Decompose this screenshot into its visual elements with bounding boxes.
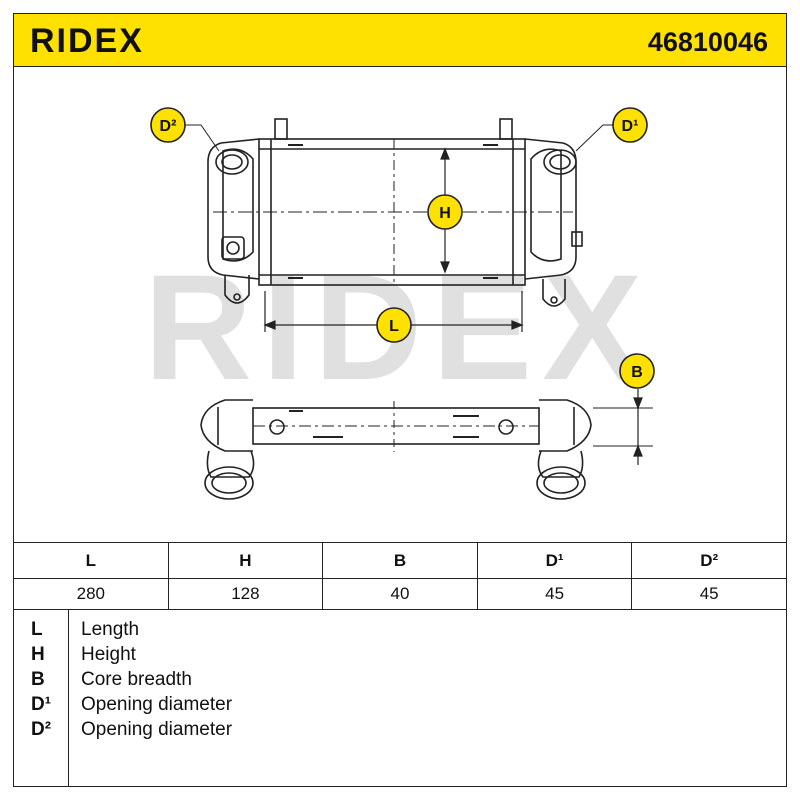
legend-divider — [68, 609, 69, 787]
legend-description: Height — [81, 644, 136, 665]
label-l: L — [389, 318, 399, 335]
dim-header-l: L — [13, 542, 169, 579]
dimensions-table: L H B D¹ D² 280 128 40 45 45 — [13, 542, 787, 610]
dim-value-d2: 45 — [631, 578, 787, 610]
dim-header-d2: D² — [631, 542, 787, 579]
dim-value-d1: 45 — [476, 578, 633, 610]
label-h: H — [439, 205, 451, 222]
dim-header-d1: D¹ — [476, 542, 633, 579]
legend-code: B — [31, 669, 45, 690]
legend-description: Opening diameter — [81, 719, 233, 740]
dim-header-h: H — [167, 542, 324, 579]
label-badge-d2: D² — [150, 107, 186, 143]
dim-value-h: 128 — [167, 578, 324, 610]
header-bar: RIDEX 46810046 — [13, 13, 787, 67]
legend-code: D¹ — [31, 694, 52, 715]
intercooler-side-view — [200, 399, 592, 500]
legend-description: Core breadth — [81, 669, 192, 690]
label-badge-h: H — [427, 194, 463, 230]
label-badge-l: L — [376, 307, 412, 343]
label-d2: D² — [160, 118, 177, 135]
intercooler-front-view — [207, 118, 583, 307]
label-badge-b: B — [619, 353, 655, 389]
label-d1: D¹ — [622, 118, 639, 135]
part-number: 46810046 — [647, 27, 768, 57]
label-b: B — [631, 364, 643, 381]
legend-code: H — [31, 644, 45, 665]
legend-description: Length — [81, 619, 140, 640]
dimensions-value-row: 280 128 40 45 45 — [13, 578, 787, 610]
breadth-dimension-line — [593, 389, 653, 465]
dimensions-header-row: L H B D¹ D² — [13, 542, 787, 579]
legend-code: L — [31, 619, 43, 640]
technical-drawing: RIDEX — [13, 67, 787, 542]
brand-logo: RIDEX — [30, 22, 144, 60]
legend: L Length H Height B Core breadth D¹ Open… — [13, 609, 787, 787]
legend-code: D² — [31, 719, 52, 740]
dim-value-l: 280 — [13, 578, 169, 610]
label-badge-d1: D¹ — [612, 107, 648, 143]
dim-header-b: B — [322, 542, 478, 579]
legend-description: Opening diameter — [81, 694, 233, 715]
dim-value-b: 40 — [322, 578, 478, 610]
